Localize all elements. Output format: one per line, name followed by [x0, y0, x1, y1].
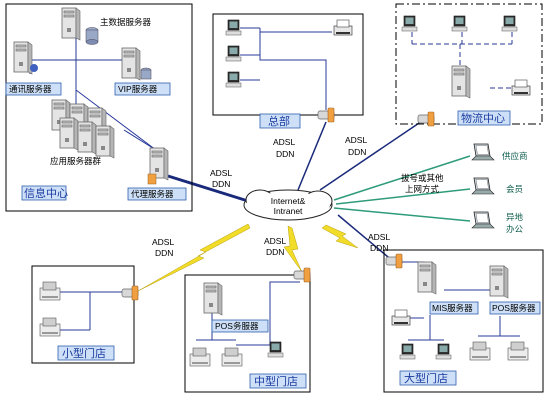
- dial-label-line1: 拔号或其他: [401, 173, 444, 183]
- small-router-icon: [121, 285, 139, 301]
- medium-pos-server-icon: [203, 282, 223, 316]
- comm-server-label: 通讯服务器: [9, 84, 52, 94]
- lightning-large-store: [321, 224, 359, 249]
- vip-server-icon: [121, 47, 141, 81]
- link-remote-member: [335, 188, 471, 205]
- link-labels: ADSL DDN ADSL DDN ADSL DDN 拔号或其他 上网方式 AD…: [152, 135, 444, 258]
- large-printer-icon: [391, 309, 411, 326]
- app-server-cluster-icon: [51, 99, 115, 159]
- backbone-links: [167, 116, 471, 263]
- lightning-medium-store: [283, 225, 303, 273]
- link-info-center: [167, 174, 249, 203]
- medium-store-title: 中型门店: [254, 374, 298, 388]
- proxy-server-label: 代理服务器: [131, 189, 174, 199]
- vip-server-label: VIP服务器: [118, 84, 158, 94]
- main-db-server-label: 主数据服务器: [100, 17, 152, 27]
- remote-office-label-1: 异地: [506, 212, 524, 222]
- link-large-store: [337, 214, 395, 263]
- wireless-links: [137, 223, 359, 292]
- small-register-2-icon: [39, 317, 61, 337]
- hq-region: 总部: [212, 13, 364, 129]
- adsl-label-hq: ADSL: [273, 137, 295, 147]
- small-store-region: 小型门店: [31, 265, 139, 364]
- medium-pos-server-label: POS务服器: [215, 321, 259, 331]
- remote-users: 供应商 会员 异地 办公: [471, 143, 528, 234]
- main-db-server-icon: [61, 7, 81, 41]
- medium-store-region: POS务服器 中型门店: [184, 267, 311, 393]
- medium-router-icon: [293, 267, 311, 283]
- large-register-1-icon: [469, 341, 491, 361]
- adsl-label-small: ADSL: [152, 237, 174, 247]
- info-center-region: 主数据服务器 通讯服务器 VIP服务器 应用服务器群 代理服务器 信息中心: [5, 3, 193, 212]
- medium-pc-icon: [267, 341, 284, 358]
- member-label: 会员: [506, 184, 523, 194]
- ddn-label-info: DDN: [212, 179, 230, 189]
- ddn-label-medium: DDN: [266, 247, 284, 257]
- logistics-pc-2-icon: [451, 15, 468, 32]
- large-pc-1-icon: [399, 343, 416, 360]
- adsl-label-large: ADSL: [368, 232, 390, 242]
- small-register-1-icon: [39, 281, 61, 301]
- logistics-printer-icon: [511, 79, 531, 96]
- info-center-title: 信息中心: [24, 186, 68, 200]
- logistics-pc-3-icon: [501, 15, 518, 32]
- member-laptop-icon: [471, 177, 495, 195]
- large-pos-server-icon: [489, 265, 509, 299]
- adsl-label-medium: ADSL: [264, 236, 286, 246]
- logistics-region: 物流中心: [395, 3, 543, 127]
- large-store-title: 大型门店: [404, 371, 448, 385]
- cloud-label-line2: Intranet: [274, 206, 303, 216]
- logistics-pc-1-icon: [401, 15, 418, 32]
- hq-pc-1-icon: [225, 19, 242, 36]
- logistics-title: 物流中心: [461, 111, 505, 125]
- ddn-label-logistics: DDN: [348, 147, 366, 157]
- supplier-laptop-icon: [471, 143, 495, 161]
- user-icon: [30, 64, 38, 72]
- logistics-server-icon: [451, 65, 471, 99]
- mis-server-icon: [417, 261, 437, 295]
- small-store-title: 小型门店: [62, 346, 106, 360]
- ddn-label-small: DDN: [155, 248, 173, 258]
- lightning-small-store: [137, 223, 251, 292]
- remote-office-label-2: 办公: [506, 224, 524, 234]
- hq-router-icon: [317, 107, 335, 123]
- large-register-2-icon: [507, 341, 529, 361]
- ddn-label-large: DDN: [370, 243, 388, 253]
- hq-pc-3-icon: [225, 71, 242, 88]
- supplier-label: 供应商: [502, 151, 528, 161]
- large-router-icon: [385, 253, 403, 269]
- hq-printer-icon: [333, 19, 353, 36]
- link-remote-office: [333, 207, 471, 222]
- mis-server-label: MIS服务器: [432, 303, 473, 313]
- medium-register-1-icon: [189, 347, 211, 367]
- hq-title: 总部: [268, 114, 290, 128]
- app-cluster-label: 应用服务器群: [50, 156, 102, 166]
- adsl-label-logistics: ADSL: [345, 135, 367, 145]
- medium-register-2-icon: [221, 347, 243, 367]
- link-hq: [297, 121, 327, 191]
- hq-pc-2-icon: [225, 45, 242, 62]
- large-pos-server-label: POS服务器: [492, 303, 536, 313]
- internet-cloud: Internet& Intranet: [243, 189, 333, 221]
- large-store-region: MIS服务器 POS服务器 大型门店: [383, 249, 544, 393]
- cloud-label-line1: Internet&: [271, 196, 306, 206]
- large-pc-2-icon: [435, 343, 452, 360]
- link-remote-supplier: [333, 155, 471, 201]
- comm-server-icon: [13, 41, 33, 75]
- remote-office-laptop-icon: [471, 211, 495, 229]
- link-logistics: [319, 116, 429, 191]
- adsl-label-info: ADSL: [210, 168, 232, 178]
- dial-label-line2: 上网方式: [405, 184, 440, 194]
- ddn-label-hq: DDN: [276, 149, 294, 159]
